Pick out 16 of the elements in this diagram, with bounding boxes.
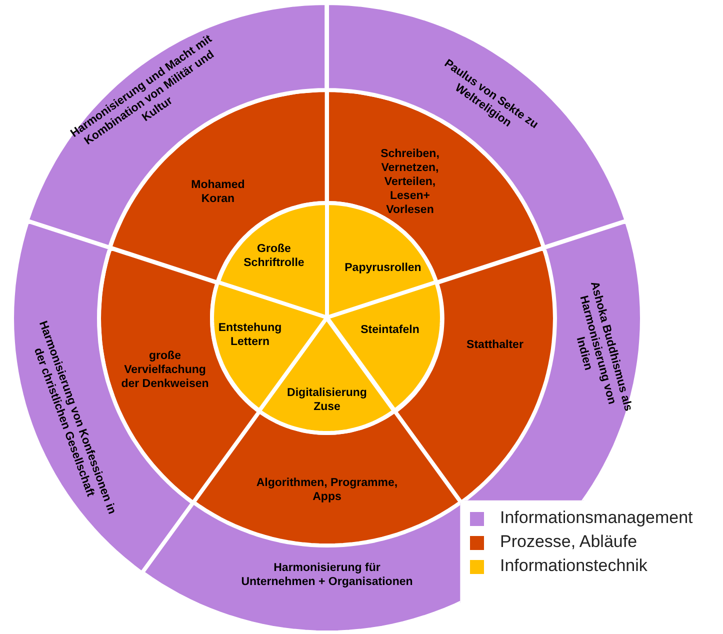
segment-label: Große Schriftrolle [242, 242, 306, 270]
segment-label: Harmonisierung für Unternehmen + Organisationen [240, 560, 414, 589]
ring-segment [327, 3, 627, 248]
ring-segment [327, 203, 436, 318]
segment-label: große Vervielfachung der Denkweisen [120, 348, 210, 391]
segment-label: Digitalisierung Zuse [286, 386, 368, 414]
segment-label: Papyrusrollen [344, 261, 422, 275]
segment-label: Entstehung Lettern [217, 320, 283, 349]
legend-label: Informationsmanagement [500, 508, 693, 528]
legend-label: Informationstechnik [500, 556, 648, 576]
segment-label: Mohamed Koran [190, 178, 246, 206]
segment-label: Algorithmen, Programme, Apps [255, 476, 399, 504]
segment-label: Steintafeln [360, 322, 420, 337]
segment-label: Schreiben, Vernetzen, Verteilen, Lesen+ Vorlesen [380, 147, 440, 217]
legend-label: Prozesse, Abläufe [500, 532, 638, 552]
segment-label: Statthalter [466, 338, 524, 352]
